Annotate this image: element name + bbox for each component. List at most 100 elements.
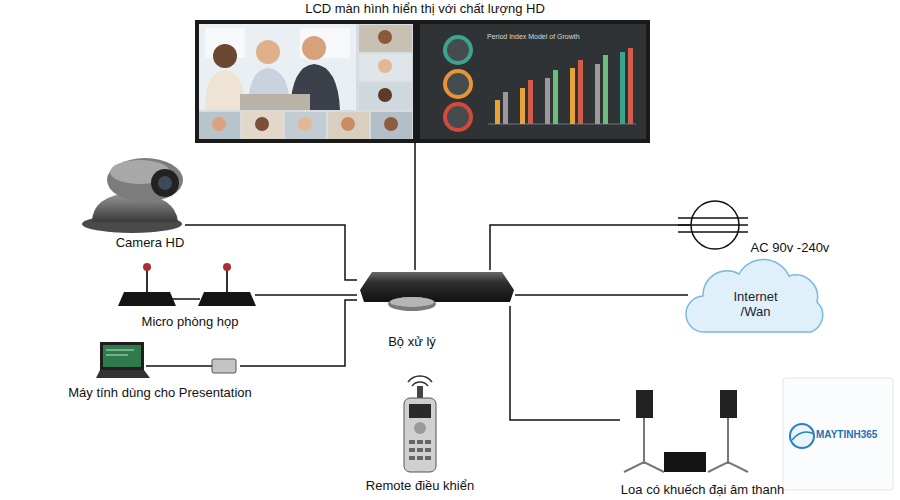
remote-control: Remote điều khiển [400,380,440,472]
lcd-screen-illustration-part [578,60,583,124]
laptop-illustration-part [96,370,150,378]
device-caption: Remote điều khiển [345,478,495,493]
lcd-screen-illustration-part [503,92,508,124]
remote-illustration-part [417,448,423,452]
laptop-illustration-part [106,355,128,356]
laptop-illustration-part [106,350,134,351]
processor-illustration-part [360,272,514,302]
camera-illustration-part [158,176,172,190]
lcd-screen-illustration-part [199,24,413,139]
power-symbol-part [691,201,739,249]
remote-illustration-part [409,404,431,418]
lcd-screen-illustration [195,20,650,143]
cable-line [510,306,620,420]
lcd-screen-illustration-part [302,36,326,60]
device-caption: Camera HD [100,235,200,250]
cable-line [515,294,688,296]
lcd-screen-illustration-part [520,88,525,124]
remote-illustration-part [404,398,436,472]
cable-line [255,294,357,296]
lcd-screen-illustration-part [212,117,226,131]
power-source: AC 90v -240v [690,205,740,245]
lcd-screen-illustration-part [195,20,650,143]
camera-illustration [82,158,183,233]
lcd-screen-illustration-part [298,117,312,131]
lcd-screen-illustration-part [378,88,392,102]
cloud-shape-part [686,260,823,332]
lcd-screen-illustration-part [199,112,240,139]
device-caption: Bộ xử lý [372,334,452,349]
device-caption: LCD màn hình hiển thị với chất lượng HD [240,1,610,16]
microphone-illustration-part [172,298,200,300]
device-caption: Micro phòng họp [125,314,255,329]
speaker-illustration-part [624,462,664,472]
lcd-screen-illustration-part [570,68,575,124]
lcd-screen-illustration-part [620,52,625,124]
device-caption: Loa có khuếch đại âm thanh [600,482,805,497]
cable-line [490,225,690,270]
remote-illustration-part [425,440,431,444]
microphone-device: Micro phòng họp [115,262,255,310]
laptop-illustration-part [146,365,212,367]
remote-illustration-part [412,382,428,386]
lcd-screen-illustration-part [420,24,646,139]
lcd-screen-illustration-part [285,112,326,139]
lcd-screen-illustration-part [445,71,471,97]
lcd-screen-illustration-part [199,24,356,110]
processor-unit: Bộ xử lý [357,270,515,306]
lcd-screen-illustration-part [545,78,550,124]
speaker-illustration-part [636,390,653,418]
lcd-screen-illustration-part [378,30,392,44]
speaker-illustration-part [708,462,748,472]
remote-illustration [404,376,436,472]
lcd-screen-illustration-part [628,48,633,124]
lcd-screen-illustration-part [242,112,283,139]
speaker-illustration-part [720,390,737,418]
cable-line [240,300,357,366]
processor-illustration-part [390,297,434,307]
remote-illustration-part [425,456,431,460]
remote-illustration-part [417,386,423,398]
remote-illustration-part [409,440,415,444]
lcd-screen-illustration-part [378,59,392,73]
speaker-illustration-part [643,418,645,464]
processor-illustration [360,272,514,311]
node-text-area: Internet /Wan [688,268,823,340]
laptop-illustration-part [212,359,236,373]
remote-illustration-part [414,422,426,434]
watermark-logo-part [790,424,814,448]
computer-device: Máy tính dùng cho Presentation [95,340,240,382]
display-screen: LCD màn hình hiển thị với chất lượng HD [195,20,650,143]
lcd-screen-illustration-part [359,54,412,81]
lcd-screen-illustration-part [371,112,412,139]
chart-title: Period Index Model of Growth [487,33,580,40]
laptop-illustration [96,342,236,378]
microphone-illustration-part [118,292,176,306]
lcd-screen-illustration-part [240,94,310,110]
lcd-screen-illustration-part [528,80,533,124]
watermark-logo [783,378,893,490]
microphone-illustration-part [146,270,148,292]
lcd-screen-illustration-part [255,117,269,131]
microphone-illustration-part [226,270,228,292]
lcd-screen-illustration-part [359,83,412,110]
cable-line [414,143,416,270]
lcd-screen-illustration-part [205,70,245,110]
microphone-illustration-part [143,263,151,271]
watermark-logo-part [792,432,814,440]
processor-illustration-part [388,297,436,311]
network-cloud: Internet /Wan [688,268,823,340]
remote-illustration-part [409,456,415,460]
remote-illustration-part [409,448,415,452]
lcd-screen-illustration-part [384,117,398,131]
lcd-screen-illustration-part [488,124,636,125]
lcd-screen-illustration-part [553,70,558,124]
cloud-shape [686,260,823,332]
lcd-screen-illustration-part [445,37,471,63]
lcd-screen-illustration-part [341,117,355,131]
microphone-illustration-part [198,292,256,306]
lcd-screen-illustration-part [445,104,471,130]
laptop-illustration-part [100,342,144,370]
